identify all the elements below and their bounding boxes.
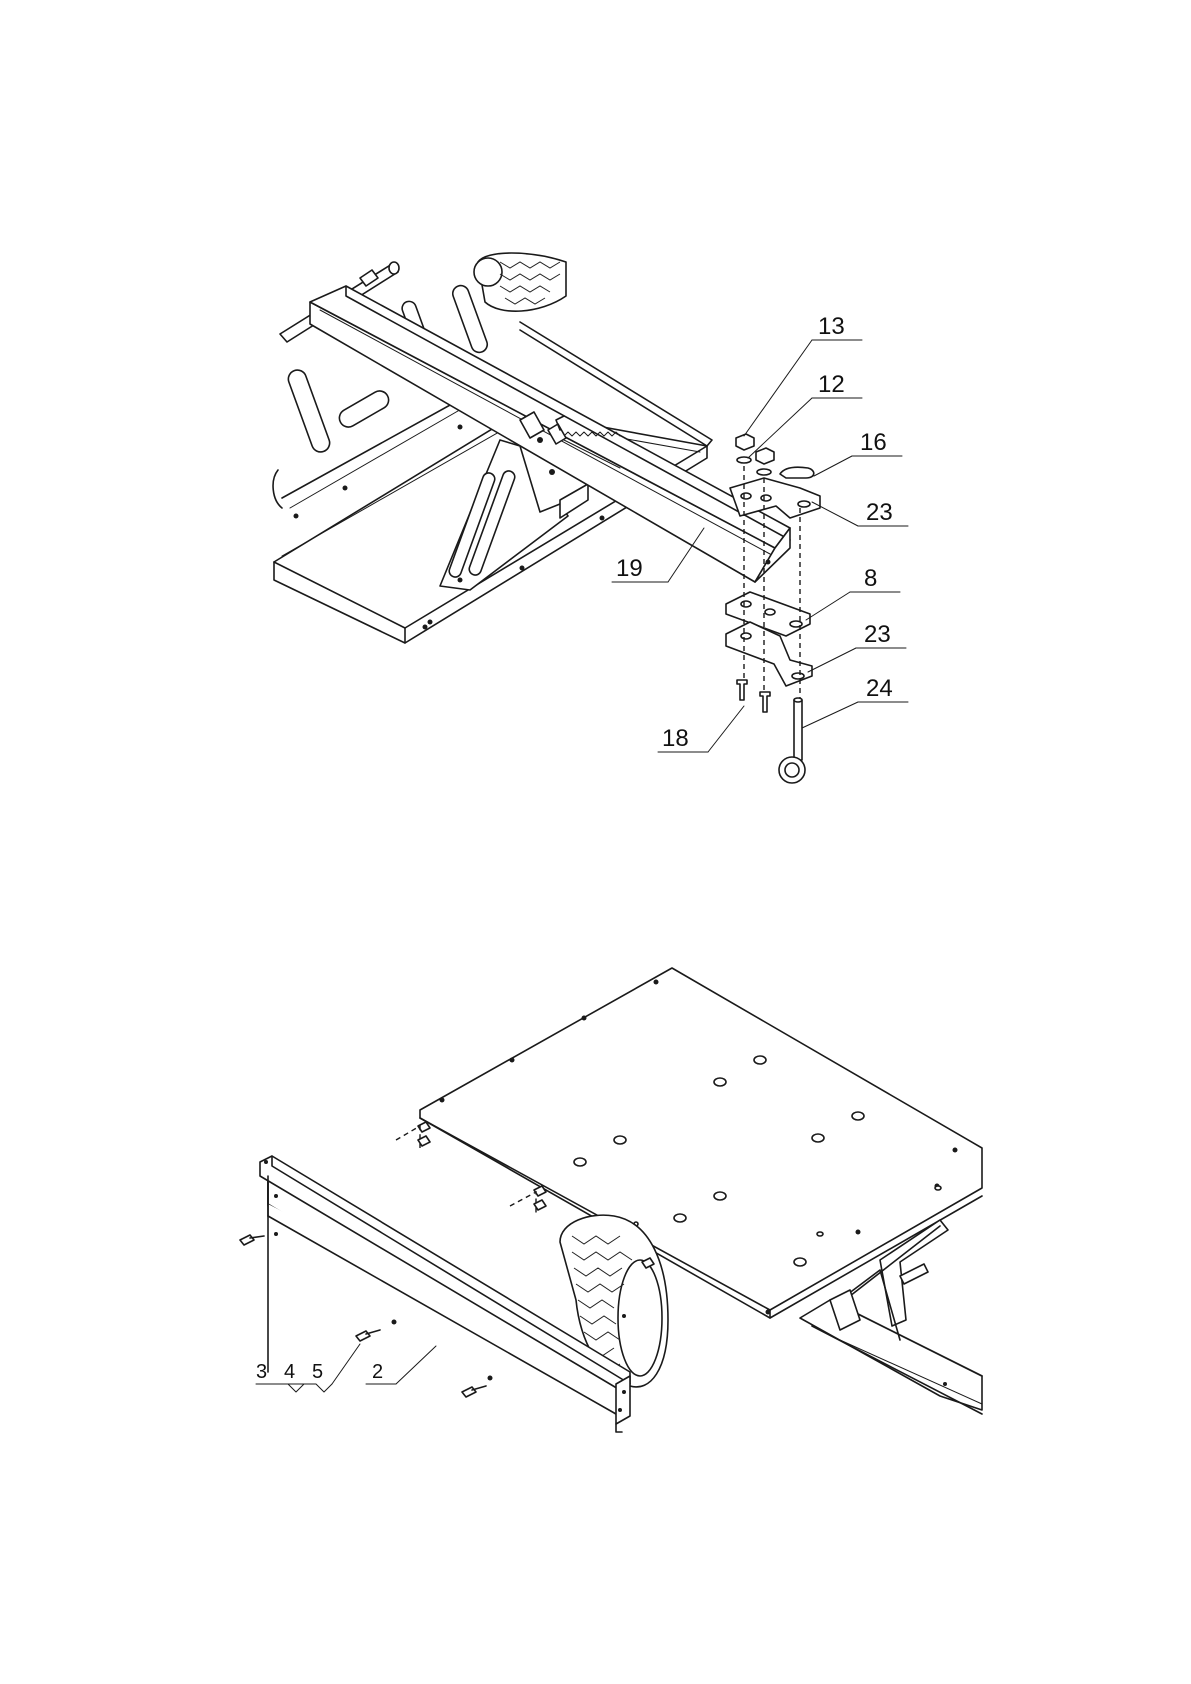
hitch-assembly-diagram: 13 12 16 23 19 8 23 24 18 <box>273 253 908 783</box>
bolt-18a <box>737 680 747 700</box>
side-panel-assembly-diagram: 3 4 5 2 <box>240 968 982 1432</box>
bolt-18b <box>760 692 770 712</box>
rear-wheel <box>474 253 566 311</box>
callout-23-upper: 23 <box>866 499 893 526</box>
callout-16: 16 <box>860 429 887 456</box>
washer-12b <box>757 469 771 475</box>
callout-4: 4 <box>284 1361 295 1383</box>
pin-24 <box>794 700 802 760</box>
callout-13: 13 <box>818 313 845 340</box>
callout-18: 18 <box>662 725 689 752</box>
callout-5: 5 <box>312 1361 323 1383</box>
nut-13a <box>736 434 754 450</box>
callout-23-lower: 23 <box>864 621 891 648</box>
callout-8: 8 <box>864 565 877 592</box>
callout-12: 12 <box>818 371 845 398</box>
platform-sheet <box>420 968 982 1340</box>
callout-3: 3 <box>256 1361 267 1383</box>
clip-16 <box>780 467 814 478</box>
callout-19: 19 <box>616 555 643 582</box>
nut-13b <box>756 448 774 464</box>
hitch-hardware <box>726 434 820 783</box>
callout-24: 24 <box>866 675 893 702</box>
washer-12a <box>737 457 751 463</box>
callout-2: 2 <box>372 1361 383 1383</box>
